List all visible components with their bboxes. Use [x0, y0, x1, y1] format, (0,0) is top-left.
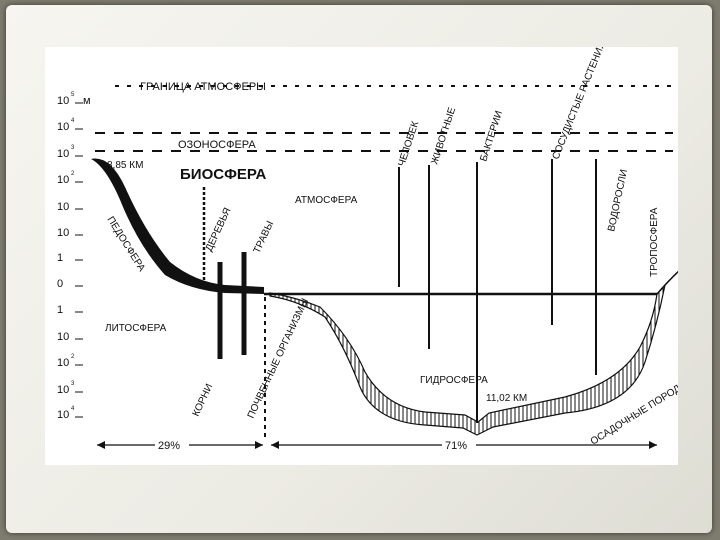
- animals-label: ЖИВОТНЫЕ: [429, 106, 458, 166]
- scale-label: 10: [57, 409, 69, 421]
- scale-label: 1: [57, 252, 63, 264]
- grasses-label: ТРАВЫ: [252, 219, 277, 255]
- biosphere-title: БИОСФЕРА: [180, 166, 267, 183]
- human-label: ЧЕЛОВЕК: [396, 120, 421, 168]
- trees-label: ДЕРЕВЬЯ: [204, 206, 234, 253]
- atmosphere-boundary-label: ГРАНИЦА АТМОСФЕРЫ: [140, 81, 266, 93]
- arrow-head-ocean-left: [271, 441, 279, 449]
- roots-label: КОРНИ: [191, 382, 216, 418]
- coast-right: [657, 269, 678, 294]
- scale-label: 10: [57, 331, 69, 343]
- soil-organisms-label: ПОЧВЕННЫЕ ОРГАНИЗМЫ: [246, 297, 311, 421]
- scale-label: 0: [57, 278, 63, 290]
- scale-label: 10: [57, 227, 69, 239]
- scale-exponent: 4: [71, 406, 75, 412]
- algae-label: ВОДОРОСЛИ: [606, 168, 630, 232]
- ocean-share-label: 71%: [445, 440, 467, 452]
- arrow-head-left: [97, 441, 105, 449]
- ozonosphere-label: ОЗОНОСФЕРА: [178, 139, 256, 151]
- scale-label: 10: [57, 174, 69, 186]
- scale-label: 10: [57, 384, 69, 396]
- max-height-label: 8,85 КМ: [107, 160, 143, 171]
- scale-exponent: 2: [71, 171, 75, 177]
- max-depth-label: 11,02 КМ: [486, 393, 527, 404]
- scale-unit: м: [83, 95, 91, 107]
- troposphere-label: ТРОПОСФЕРА: [649, 207, 660, 277]
- hydrosphere-label: ГИДРОСФЕРА: [420, 375, 488, 386]
- arrow-head-right: [649, 441, 657, 449]
- ocean-sediment-band: [270, 285, 665, 435]
- scale-exponent: 4: [71, 118, 75, 124]
- scale-exponent: 3: [71, 145, 75, 151]
- scale-label: 10: [57, 95, 69, 107]
- bacteria-label: БАКТЕРИИ: [478, 109, 505, 162]
- scale-label: 10: [57, 357, 69, 369]
- vascular-plants-label: СОСУДИСТЫЕ РАСТЕНИЯ: [551, 47, 609, 161]
- lithosphere-label: ЛИТОСФЕРА: [105, 323, 167, 334]
- land-share-label: 29%: [158, 440, 180, 452]
- scale-exponent: 5: [71, 92, 75, 98]
- scale-exponent: 3: [71, 381, 75, 387]
- scale-exponent: 2: [71, 354, 75, 360]
- scale-label: 10: [57, 201, 69, 213]
- atmosphere-label: АТМОСФЕРА: [295, 195, 358, 206]
- arrow-head-land-right: [255, 441, 263, 449]
- scale-label: 10: [57, 121, 69, 133]
- scale-label: 10: [57, 148, 69, 160]
- scale-label: 1: [57, 304, 63, 316]
